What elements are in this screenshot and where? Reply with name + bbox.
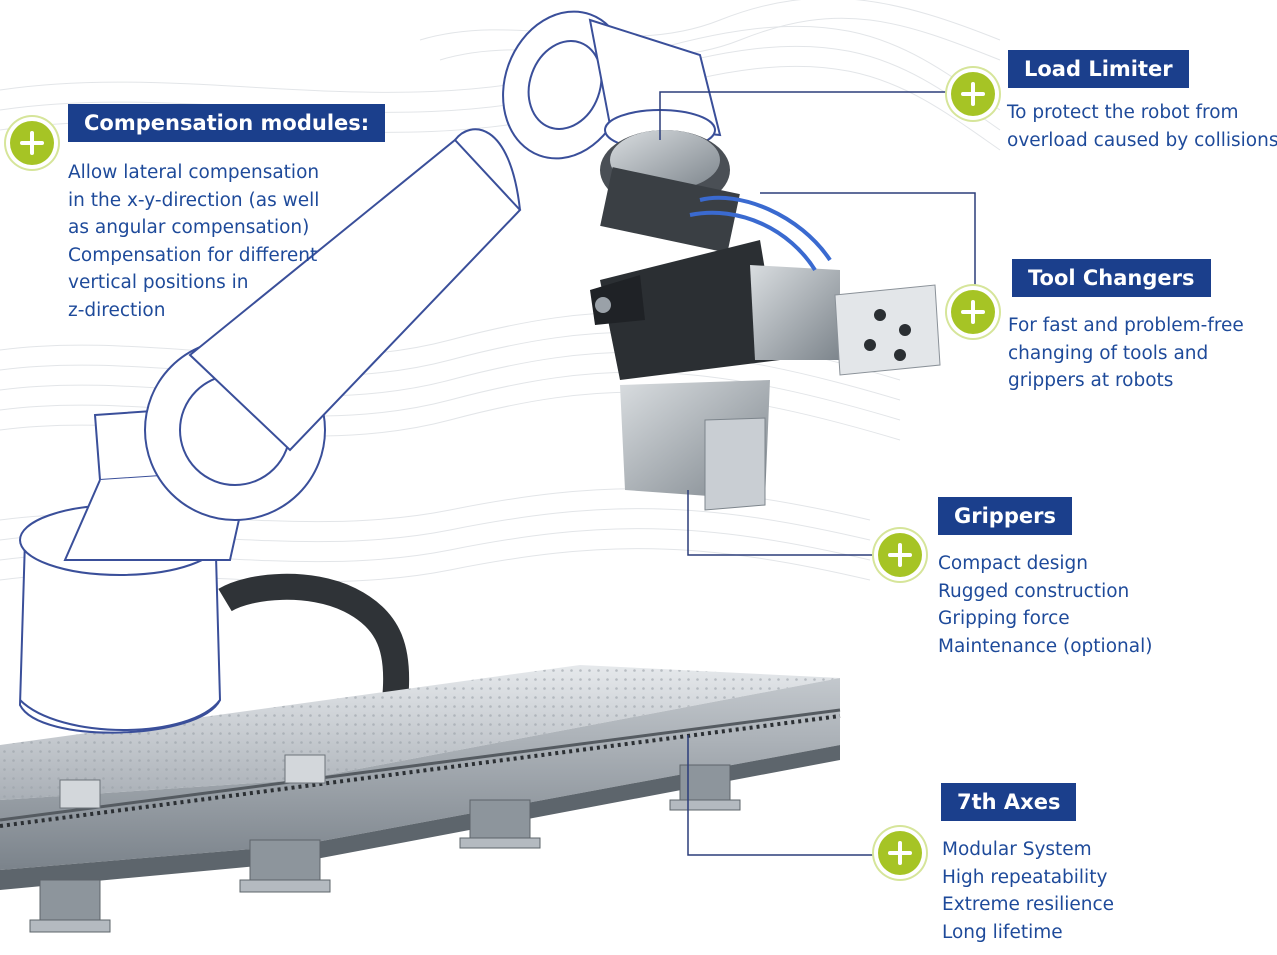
load-limiter-line: overload caused by collisions (1007, 129, 1277, 151)
load-limiter-description: To protect the robot from overload cause… (1007, 99, 1277, 154)
load-limiter-title: Load Limiter (1008, 50, 1189, 88)
cable-chain (218, 573, 410, 702)
seventh-axes-line: Modular System (942, 839, 1092, 860)
grippers-line: Gripping force (938, 608, 1070, 629)
leader-lines (659, 91, 976, 856)
seventh-axes-title: 7th Axes (941, 783, 1077, 821)
load-limiter-plus-icon[interactable] (951, 72, 995, 116)
seventh-axes-line: Long lifetime (942, 921, 1063, 943)
grippers-line: Rugged construction (938, 580, 1130, 602)
seventh-axes-line: High repeatability (942, 866, 1108, 888)
seventh-axes-plus-icon[interactable] (878, 831, 922, 875)
robot-arm-outline (18, 10, 722, 734)
compensation-description: Allow lateral compensation in the x-y-di… (68, 159, 319, 324)
load-limiter-line: To protect the robot from (1007, 102, 1239, 123)
tool-changers-line: changing of tools and (1008, 342, 1209, 364)
grippers-title: Grippers (938, 497, 1072, 535)
tool-changers-plus-icon[interactable] (951, 290, 995, 334)
grippers-description: Compact design Rugged construction Gripp… (938, 550, 1152, 660)
compensation-title: Compensation modules: (68, 104, 386, 142)
linear-rail (0, 665, 841, 933)
compensation-line: Compensation for different (68, 244, 318, 266)
tool-changers-title: Tool Changers (1012, 259, 1211, 297)
grippers-line: Compact design (938, 553, 1089, 574)
compensation-line: z-direction (68, 299, 166, 321)
compensation-plus-icon[interactable] (10, 121, 54, 165)
compensation-line: as angular compensation) (68, 217, 310, 238)
grippers-plus-icon[interactable] (878, 533, 922, 577)
compensation-line: in the x-y-direction (as well (68, 189, 320, 211)
gripper-assembly (590, 130, 941, 511)
compensation-line: vertical positions in (68, 272, 249, 293)
seventh-axes-description: Modular System High repeatability Extrem… (942, 836, 1114, 946)
tool-changers-description: For fast and problem-free changing of to… (1008, 312, 1244, 395)
seventh-axes-line: Extreme resilience (942, 894, 1115, 915)
grippers-line: Maintenance (optional) (938, 635, 1153, 657)
compensation-line: Allow lateral compensation (68, 162, 320, 183)
tool-changers-line: For fast and problem-free (1008, 315, 1244, 336)
tool-changers-line: grippers at robots (1008, 370, 1174, 391)
